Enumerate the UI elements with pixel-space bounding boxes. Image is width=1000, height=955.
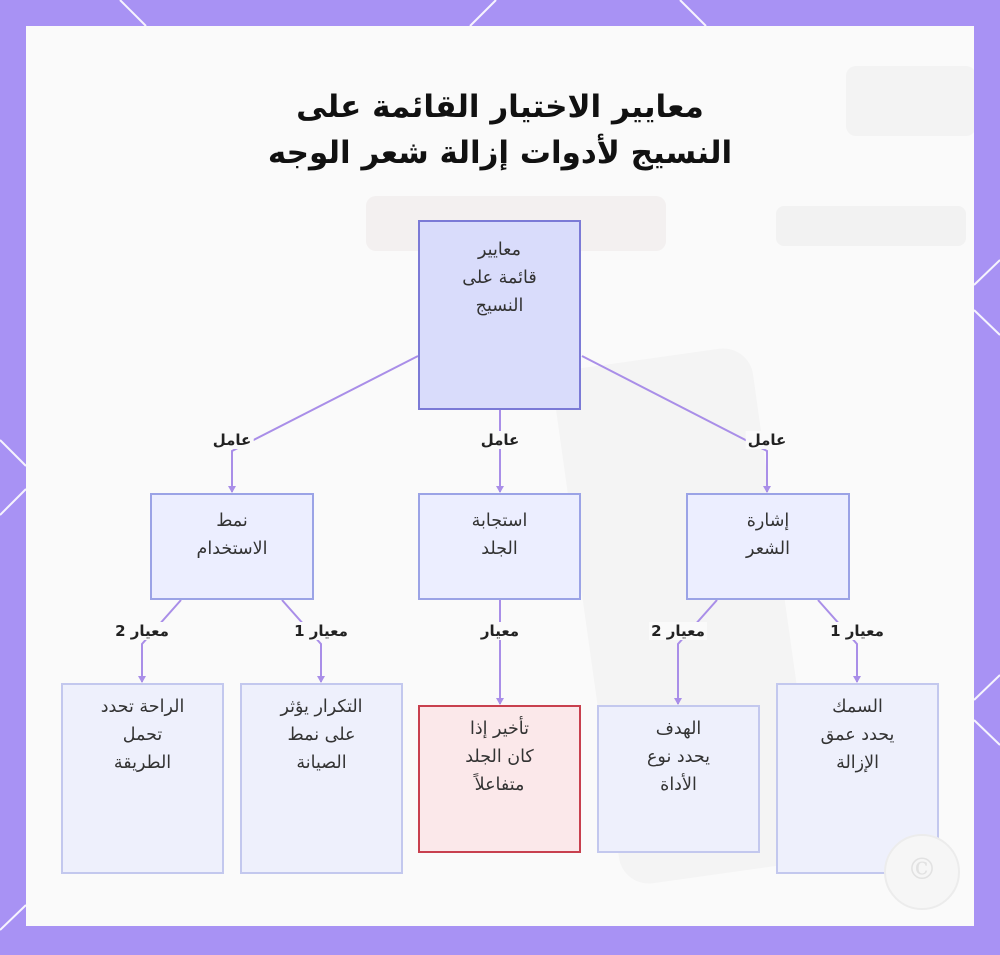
node-text-line: يحدد عمق [820,725,895,745]
background-ghost-shape [846,66,974,136]
diagram-card: معايير الاختيار القائمة على النسيج لأدوا… [26,26,974,926]
node-text-line: نمط [216,511,248,531]
edge-root-usage [228,355,419,493]
background-ghost-shape [776,206,966,246]
node-text-line: السمك [832,697,883,717]
diagram-title: معايير الاختيار القائمة على النسيج لأدوا… [26,84,974,176]
node-text-line: التكرار يؤثر [280,697,363,717]
node-text-line: الهدف [655,719,702,739]
edge-label-criterion-2: معيار 2 [113,622,171,640]
edges-layer [138,355,861,705]
node-root-texture-criteria: معايير قائمة على النسيج [418,220,581,410]
node-thickness-depth: السمك يحدد عمق الإزالة [776,683,939,874]
node-text-line: الجلد [481,539,518,559]
node-text-line: الصيانة [296,753,347,773]
node-text-line: الطريقة [113,753,172,773]
edge-label-criterion-1: معيار 1 [828,622,886,640]
node-text-line: يحدد نوع [646,747,711,767]
watermark-logo-icon: © [884,834,960,910]
node-hair-signal: إشارة الشعر [686,493,850,600]
node-text-line: تأخير إذا [469,719,530,739]
node-text-line: قائمة على [462,268,537,288]
node-text-line: استجابة [471,511,528,531]
node-frequency-maintenance: التكرار يؤثر على نمط الصيانة [240,683,403,874]
edge-label-criterion: معيار [478,622,522,640]
node-text-line: الراحة تحدد [100,697,185,717]
node-text-line: متفاعلاً [474,775,525,795]
node-text-line: كان الجلد [465,747,534,767]
node-text-line: الشعر [746,539,790,559]
edge-label-criterion-1: معيار 1 [292,622,350,640]
edge-label-factor: عامل [210,431,254,449]
node-goal-tool-type: الهدف يحدد نوع الأداة [597,705,760,853]
node-text-line: معايير [478,240,521,260]
node-text-line: الأداة [660,775,697,795]
node-text-line: على نمط [287,725,356,745]
node-text-line: الاستخدام [196,539,268,559]
node-skin-response: استجابة الجلد [418,493,581,600]
node-text-line: النسيج [475,296,524,316]
node-text-line: الإزالة [836,753,879,773]
edge-label-criterion-2: معيار 2 [649,622,707,640]
edge-label-factor: عامل [745,431,789,449]
node-text-line: تحمل [122,725,163,745]
edge-usage-comfort [138,599,182,683]
node-text-line: إشارة [746,511,790,531]
node-usage-pattern: نمط الاستخدام [150,493,314,600]
edge-usage-frequency [281,599,325,683]
title-line-1: معايير الاختيار القائمة على [296,89,704,125]
title-line-2: النسيج لأدوات إزالة شعر الوجه [267,135,733,171]
edge-label-factor: عامل [478,431,522,449]
node-comfort-tolerance: الراحة تحدد تحمل الطريقة [61,683,224,874]
edge-hair-goal [674,599,718,705]
node-delay-if-reactive: تأخير إذا كان الجلد متفاعلاً [418,705,581,853]
edge-hair-thickness [817,599,861,683]
edge-root-hair [581,355,771,493]
